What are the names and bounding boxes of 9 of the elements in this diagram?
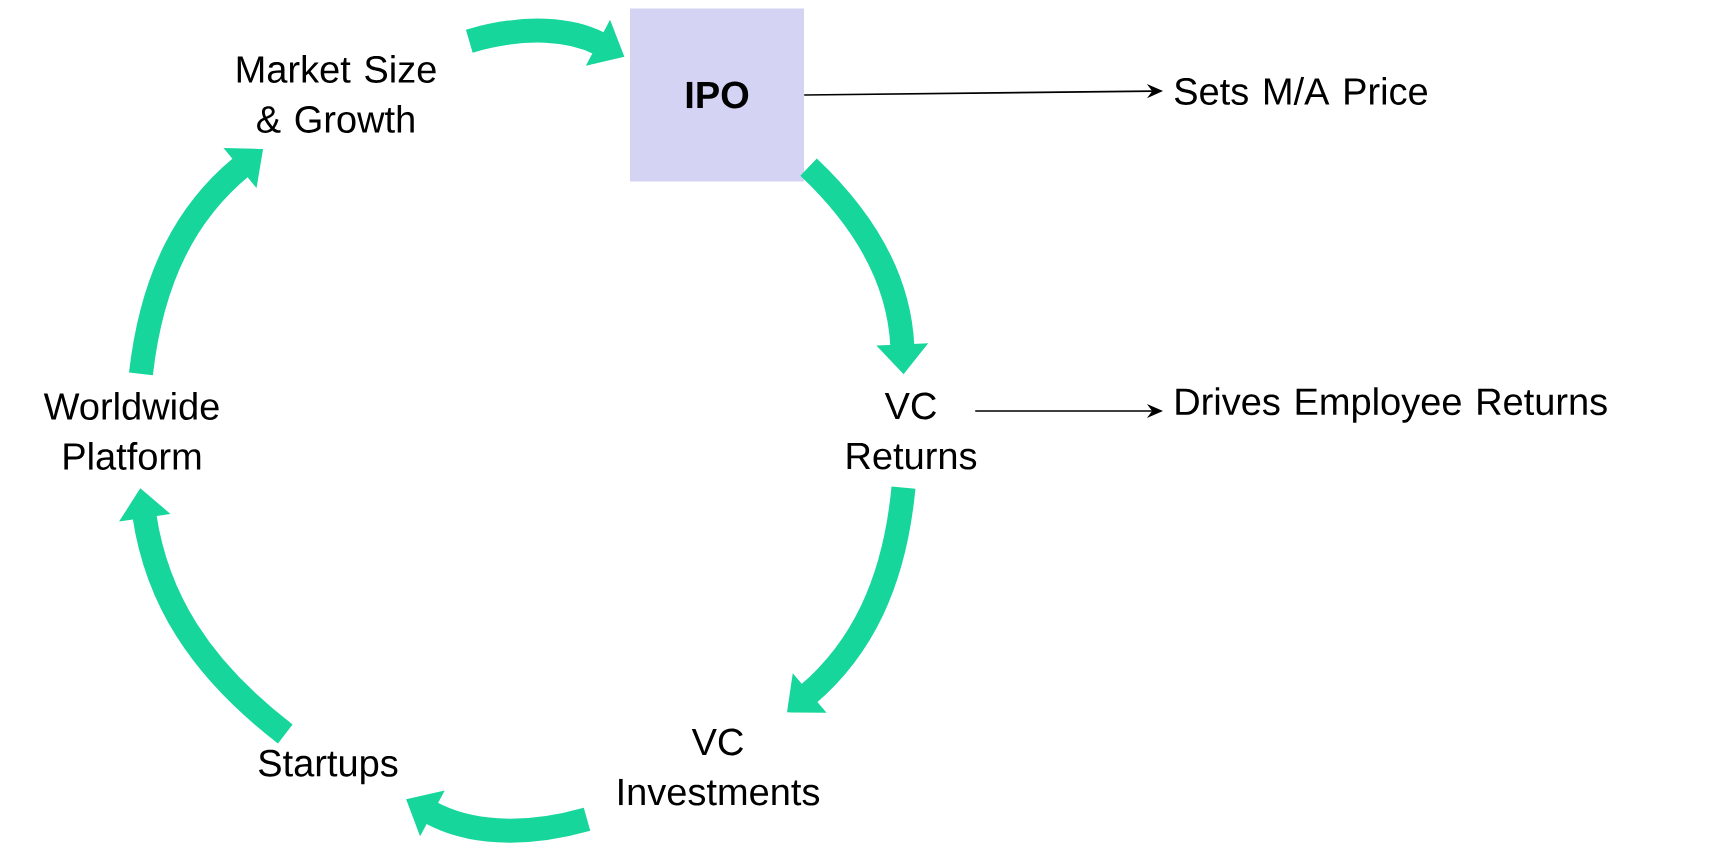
node-label: VC Investments [619,728,820,806]
node-label: VC Returns [847,392,977,470]
node-label: Worldwide Platform [43,392,219,470]
node-label: Startups [258,749,398,785]
ipo-box: IPO [630,8,804,182]
node-label: Sets M/A Price [1174,77,1427,105]
curved-arrow [787,486,916,713]
node-label: Drives Employee Returns [1176,387,1607,423]
node-label: Market Size & Growth [237,55,436,133]
